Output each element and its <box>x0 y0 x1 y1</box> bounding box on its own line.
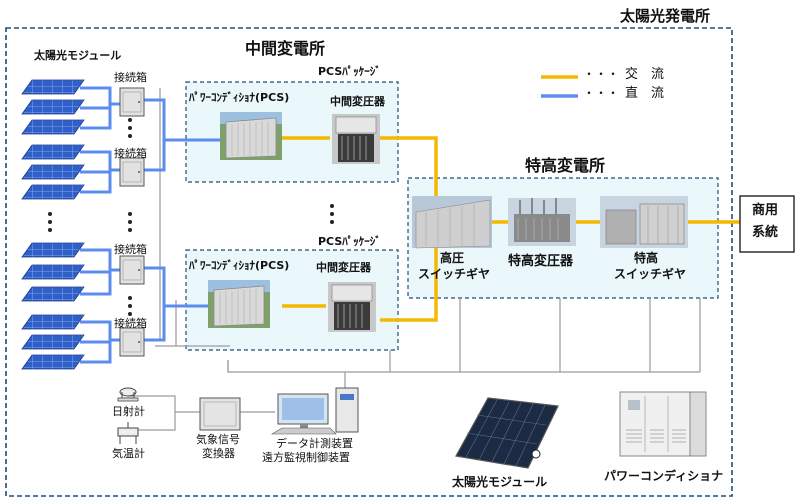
monitoring-lines <box>128 88 701 431</box>
pcs-package-label-2: PCSﾊﾟｯｹｰｼﾞ <box>318 235 381 248</box>
plant-title: 太陽光発電所 <box>620 7 711 25</box>
thermometer-icon <box>117 422 139 444</box>
dc-lines <box>80 86 220 364</box>
pcs-label-2: ﾊﾟﾜｰｺﾝﾃﾞｨｼｮﾅ(PCS) <box>189 259 290 272</box>
intermediate-substation-title: 中間変電所 <box>245 39 326 58</box>
pcs-unit-1 <box>219 111 283 161</box>
hv-switchgear-image <box>412 196 492 249</box>
mid-transformer-1 <box>331 113 381 165</box>
ehv-transformer-label: 特高変圧器 <box>508 254 574 269</box>
ehv-switchgear-image <box>600 196 688 248</box>
legend-ac-dots: ・・・ <box>583 67 620 81</box>
computer-icon <box>270 387 359 435</box>
solar-array-upper <box>21 79 85 200</box>
junction-box-2 <box>119 157 145 187</box>
junction-box-1 <box>119 87 145 117</box>
mid-transformer-label-2: 中間変圧器 <box>316 261 371 274</box>
junction-box-3 <box>119 255 145 285</box>
pyranometer-icon <box>117 387 139 402</box>
ehv-switchgear-label-1: 特高 <box>634 251 659 265</box>
weather-converter-label-2: 変換器 <box>202 447 235 460</box>
junction-box-label-2: 接続箱 <box>114 147 147 160</box>
legend-dc-label: 直 流 <box>625 86 665 101</box>
pcs-unit-2 <box>207 279 271 329</box>
mid-transformer-2 <box>327 281 377 333</box>
mid-transformer-label-1: 中間変圧器 <box>330 95 385 108</box>
ehv-switchgear-label-2: スイッチギヤ <box>614 267 687 281</box>
pcs-product-image <box>619 391 707 457</box>
solar-module-label-bottom: 太陽光モジュール <box>452 475 548 489</box>
weather-converter-icon <box>199 397 241 431</box>
solar-array-lower <box>21 242 85 370</box>
solar-module-product-image <box>455 397 559 469</box>
pcs-label-bottom: パワーコンディショナ <box>604 469 724 483</box>
thermometer-label: 気温計 <box>112 447 145 460</box>
grid-label-1: 商用 <box>752 203 779 218</box>
ellipsis-dots <box>48 118 334 316</box>
junction-box-label-1: 接続箱 <box>114 71 147 84</box>
junction-box-4 <box>119 327 145 357</box>
hv-switchgear-label-2: スイッチギヤ <box>418 267 491 281</box>
solar-module-label-top: 太陽光モジュール <box>34 49 122 62</box>
data-device-label-1: データ計測装置 <box>276 437 353 450</box>
pcs-label-1: ﾊﾟﾜｰｺﾝﾃﾞｨｼｮﾅ(PCS) <box>189 91 290 104</box>
pcs-package-label-1: PCSﾊﾟｯｹｰｼﾞ <box>318 65 381 78</box>
hv-switchgear-label-1: 高圧 <box>440 251 465 265</box>
legend-ac-label: 交 流 <box>625 67 665 82</box>
pyranometer-label: 日射計 <box>112 405 145 418</box>
grid-box <box>739 195 795 253</box>
legend-dc-dots: ・・・ <box>583 86 620 100</box>
grid-label-2: 系統 <box>752 225 779 240</box>
junction-box-label-4: 接続箱 <box>114 317 147 330</box>
plant-boundary <box>5 27 733 497</box>
data-device-label-2: 遠方監視制御装置 <box>262 451 350 464</box>
ehv-transformer-image <box>508 198 576 246</box>
weather-converter-label-1: 気象信号 <box>196 433 240 446</box>
junction-box-label-3: 接続箱 <box>114 243 147 256</box>
ehv-substation-title: 特高変電所 <box>525 156 606 175</box>
